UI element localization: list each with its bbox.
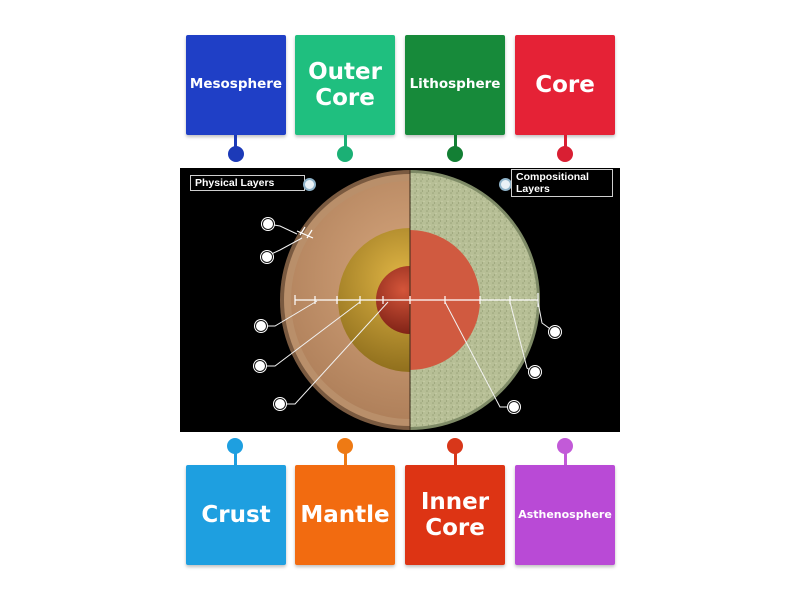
card-crust[interactable]: Crust: [186, 465, 286, 565]
card-outer-core-label: Outer Core: [308, 58, 382, 111]
card-mantle-label: Mantle: [300, 501, 390, 528]
card-crust-dot[interactable]: [227, 438, 243, 454]
card-asthenosphere-dot[interactable]: [557, 438, 573, 454]
card-inner-core-dot[interactable]: [447, 438, 463, 454]
card-outer-core-stem: [344, 135, 347, 147]
card-mesosphere-stem: [234, 135, 237, 147]
label-pin-8[interactable]: [508, 401, 520, 413]
card-lithosphere-dot[interactable]: [447, 146, 463, 162]
label-pin-6[interactable]: [549, 326, 561, 338]
card-mantle[interactable]: Mantle: [295, 465, 395, 565]
card-asthenosphere-stem: [564, 453, 567, 465]
label-pin-4[interactable]: [254, 360, 266, 372]
earth-layers-diagram: Physical Layers Compositional Layers: [180, 168, 620, 432]
label-pin-1[interactable]: [262, 218, 274, 230]
card-lithosphere-stem: [454, 135, 457, 147]
earth-cross-section: [260, 170, 554, 430]
card-inner-core-label: Inner Core: [420, 488, 490, 541]
card-mesosphere-dot[interactable]: [228, 146, 244, 162]
card-inner-core[interactable]: Inner Core: [405, 465, 505, 565]
label-pin-2[interactable]: [261, 251, 273, 263]
physical-layers-label: Physical Layers: [190, 175, 305, 192]
card-mesosphere[interactable]: Mesosphere: [186, 35, 286, 135]
card-asthenosphere[interactable]: Asthenosphere: [515, 465, 615, 565]
label-pin-3[interactable]: [255, 320, 267, 332]
card-mantle-stem: [344, 453, 347, 465]
label-pin-5[interactable]: [274, 398, 286, 410]
scale-ticks: [294, 226, 539, 307]
card-core-label: Core: [535, 71, 595, 98]
card-asthenosphere-label: Asthenosphere: [518, 507, 612, 521]
card-outer-core-dot[interactable]: [337, 146, 353, 162]
label-pin-7[interactable]: [529, 366, 541, 378]
card-core[interactable]: Core: [515, 35, 615, 135]
card-lithosphere-label: Lithosphere: [409, 76, 501, 93]
physical-layers-radio[interactable]: [303, 178, 316, 191]
card-lithosphere[interactable]: Lithosphere: [405, 35, 505, 135]
card-inner-core-stem: [454, 453, 457, 465]
card-core-stem: [564, 135, 567, 147]
card-mantle-dot[interactable]: [337, 438, 353, 454]
card-crust-label: Crust: [201, 501, 271, 528]
card-crust-stem: [234, 453, 237, 465]
card-mesosphere-label: Mesosphere: [189, 76, 283, 93]
card-outer-core[interactable]: Outer Core: [295, 35, 395, 135]
compositional-layers-label: Compositional Layers: [511, 169, 613, 198]
card-core-dot[interactable]: [557, 146, 573, 162]
